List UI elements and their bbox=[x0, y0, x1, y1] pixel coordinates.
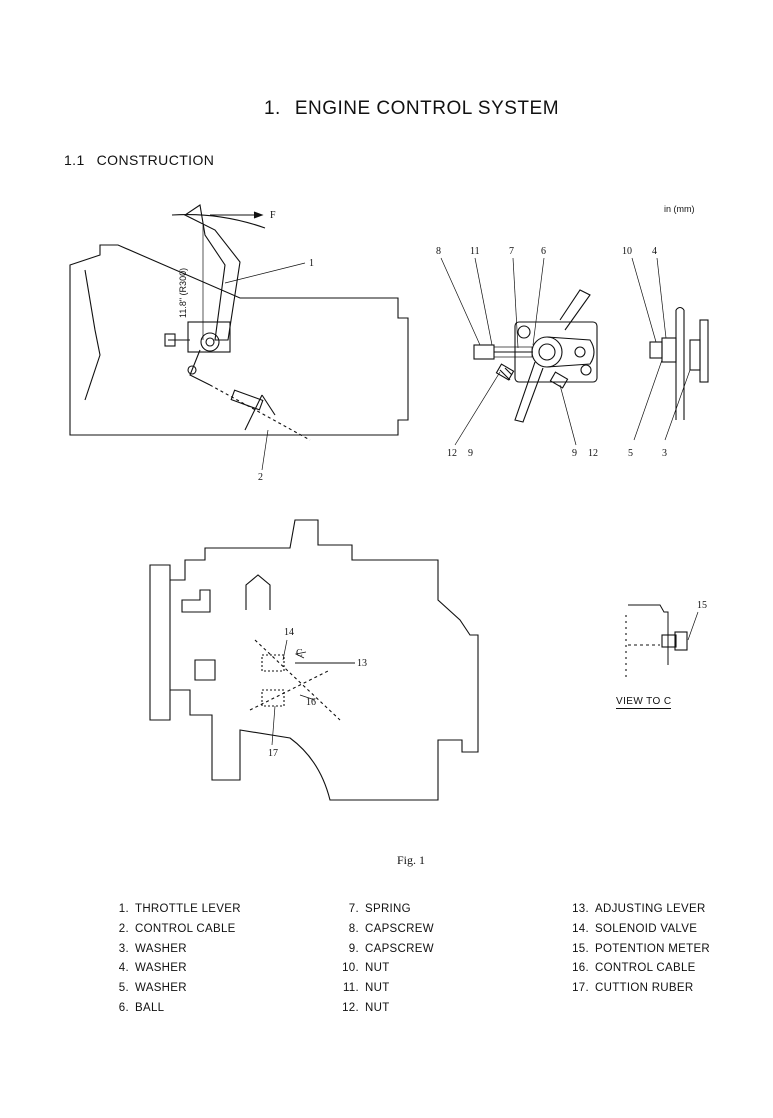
legend-item: 8.CAPSCREW bbox=[348, 922, 434, 935]
washer-detail-drawing bbox=[631, 257, 709, 441]
callout-17: 17 bbox=[268, 748, 278, 759]
dimension-inch: 11.8" bbox=[178, 297, 188, 318]
callout-9b: 9 bbox=[572, 448, 577, 459]
callout-15: 15 bbox=[697, 600, 707, 611]
legend-column-1: 1.THROTTLE LEVER 2.CONTROL CABLE 3.WASHE… bbox=[100, 903, 241, 1022]
legend-column-3: 13.ADJUSTING LEVER 14.SOLENOID VALVE 15.… bbox=[560, 903, 710, 1002]
callout-c: C bbox=[296, 648, 303, 659]
callout-11: 11 bbox=[470, 246, 480, 257]
force-label: F bbox=[270, 210, 276, 221]
title-text: ENGINE CONTROL SYSTEM bbox=[294, 98, 560, 119]
callout-8: 8 bbox=[436, 246, 441, 257]
legend-item: 12.NUT bbox=[342, 1001, 390, 1014]
governor-lever-drawing bbox=[440, 257, 598, 446]
callout-9a: 9 bbox=[468, 448, 473, 459]
callout-5: 5 bbox=[628, 448, 633, 459]
callout-14: 14 bbox=[284, 627, 294, 638]
title-number: 1. bbox=[263, 98, 281, 119]
callout-12a: 12 bbox=[447, 448, 457, 459]
dimension-label: 11.8" (R300) bbox=[178, 268, 188, 318]
callout-10: 10 bbox=[622, 246, 632, 257]
legend-item: 15.POTENTION METER bbox=[572, 942, 711, 955]
view-to-c-drawing bbox=[625, 604, 699, 680]
legend-item: 13.ADJUSTING LEVER bbox=[572, 903, 706, 915]
callout-4: 4 bbox=[652, 246, 657, 257]
view-to-c-label: VIEW TO C bbox=[616, 696, 672, 709]
legend-item: 10.NUT bbox=[342, 962, 390, 975]
callout-1: 1 bbox=[309, 258, 314, 269]
section-heading: 1.1 CONSTRUCTION bbox=[64, 152, 214, 168]
legend-item: 11.NUT bbox=[342, 982, 390, 995]
legend-item: 4.WASHER bbox=[118, 962, 187, 975]
legend-item: 2.CONTROL CABLE bbox=[118, 922, 236, 935]
legend-item: 6.BALL bbox=[118, 1001, 165, 1014]
legend-item: 1.THROTTLE LEVER bbox=[118, 903, 241, 915]
legend-item: 9.CAPSCREW bbox=[348, 942, 434, 955]
callout-16: 16 bbox=[306, 697, 316, 708]
dimension-mm: (R300) bbox=[178, 267, 188, 296]
section-number: 1.1 bbox=[64, 152, 85, 168]
legend-item: 16.CONTROL CABLE bbox=[572, 962, 696, 975]
callout-13: 13 bbox=[357, 658, 367, 669]
callout-7: 7 bbox=[509, 246, 514, 257]
section-text: CONSTRUCTION bbox=[96, 152, 215, 168]
legend-column-2: 7.SPRING 8.CAPSCREW 9.CAPSCREW 10.NUT 11… bbox=[330, 903, 434, 1022]
legend-item: 17.CUTTION RUBER bbox=[572, 982, 694, 995]
page-title: 1. ENGINE CONTROL SYSTEM bbox=[0, 98, 773, 120]
legend-item: 14.SOLENOID VALVE bbox=[572, 922, 698, 935]
callout-6: 6 bbox=[541, 246, 546, 257]
legend-item: 7.SPRING bbox=[348, 903, 411, 915]
legend-item: 3.WASHER bbox=[118, 942, 187, 955]
legend-item: 5.WASHER bbox=[118, 982, 187, 995]
unit-note: in (mm) bbox=[664, 204, 695, 214]
figure-caption: Fig. 1 bbox=[397, 853, 426, 867]
callout-3: 3 bbox=[662, 448, 667, 459]
callout-12b: 12 bbox=[588, 448, 598, 459]
engine-top-view-drawing bbox=[149, 519, 479, 801]
throttle-lever-drawing bbox=[69, 204, 409, 471]
callout-2: 2 bbox=[258, 472, 263, 483]
